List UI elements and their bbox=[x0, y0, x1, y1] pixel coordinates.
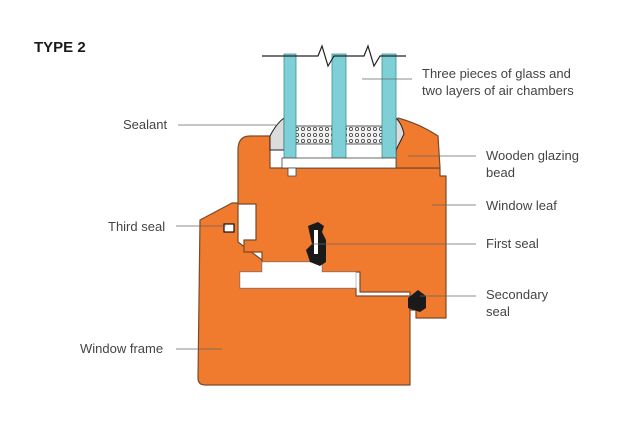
label-third-seal: Third seal bbox=[108, 219, 165, 234]
spacer-chamber-left bbox=[295, 125, 333, 145]
first-seal-inner bbox=[314, 230, 318, 254]
label-secondary-seal-line1: Secondary bbox=[486, 287, 549, 302]
frame-leaf-gap bbox=[239, 261, 357, 289]
label-secondary-seal-line2: seal bbox=[486, 304, 510, 319]
window-frame bbox=[197, 202, 411, 386]
glass-pane-1 bbox=[283, 53, 297, 159]
label-glazing-bead-line1: Wooden glazing bbox=[486, 148, 579, 163]
label-sealant: Sealant bbox=[123, 117, 167, 132]
label-glass-line2: two layers of air chambers bbox=[422, 83, 574, 98]
window-leaf bbox=[237, 135, 447, 319]
secondary-seal bbox=[408, 290, 426, 312]
sealant-right bbox=[395, 116, 405, 151]
glass-pane-2 bbox=[331, 53, 347, 159]
glass-pane-3 bbox=[381, 53, 397, 159]
label-window-leaf: Window leaf bbox=[486, 198, 557, 213]
label-glazing-bead-line2: bead bbox=[486, 165, 515, 180]
label-first-seal: First seal bbox=[486, 236, 539, 251]
spacer-chamber-right bbox=[345, 125, 383, 145]
third-seal bbox=[223, 223, 235, 233]
wooden-glazing-bead bbox=[395, 117, 441, 169]
glazing-bead-gap bbox=[287, 167, 297, 177]
glass-bottom-strip bbox=[281, 157, 397, 169]
label-window-frame: Window frame bbox=[80, 341, 163, 356]
label-glass-line1: Three pieces of glass and bbox=[422, 66, 571, 81]
break-line bbox=[262, 44, 406, 68]
sealant-left bbox=[269, 116, 285, 151]
diagram-title: TYPE 2 bbox=[34, 39, 86, 56]
